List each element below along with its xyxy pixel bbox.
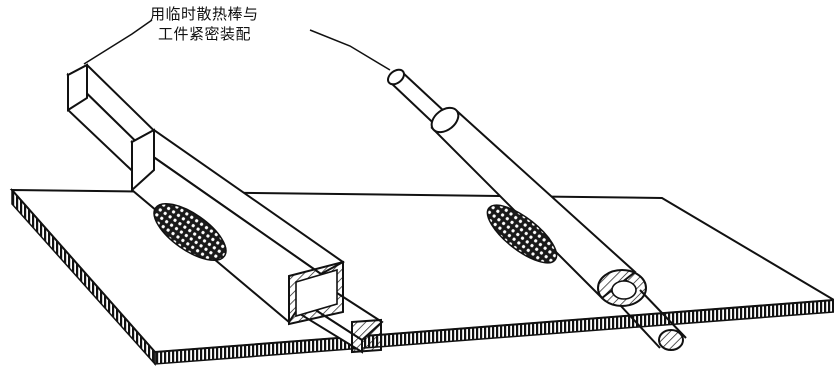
round-tube: [430, 106, 647, 307]
weld-seam-left: [153, 203, 227, 261]
callout-line-2: 工件紧密装配: [158, 25, 252, 43]
base-plate: [9, 188, 834, 366]
leader-lines: [83, 19, 391, 71]
weld-seam-right: [486, 204, 558, 264]
square-tube: [130, 128, 345, 326]
callout-label: 用临时散热棒与 工件紧密装配: [150, 4, 310, 44]
callout-line-1: 用临时散热棒与: [150, 5, 259, 23]
